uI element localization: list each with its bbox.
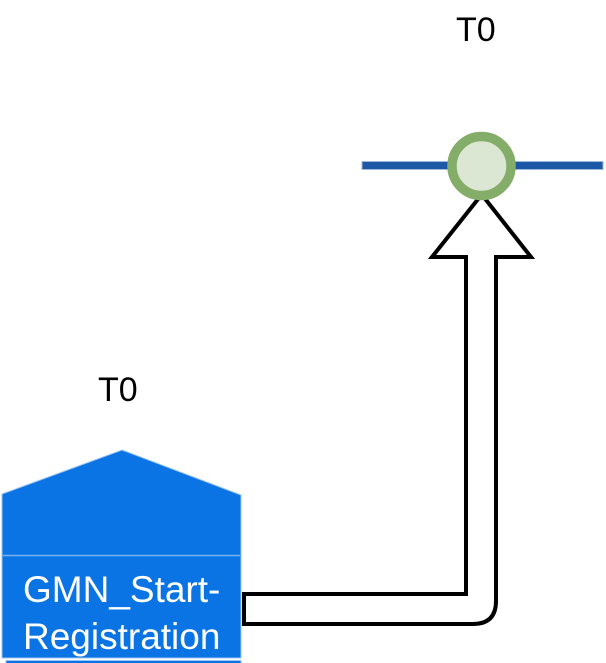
timeline-event-circle bbox=[447, 131, 516, 201]
partial-shape-bottom bbox=[5, 660, 242, 663]
milestone-time-label: T0 bbox=[98, 371, 138, 409]
milestone-name-line2: Registration bbox=[23, 616, 221, 657]
milestone-name: GMN_Start- Registration bbox=[23, 566, 220, 660]
connector-block-arrow bbox=[242, 191, 536, 626]
milestone-shape bbox=[1, 449, 242, 659]
timeline-label: T0 bbox=[456, 11, 496, 49]
milestone-name-line1: GMN_Start- bbox=[23, 569, 221, 610]
